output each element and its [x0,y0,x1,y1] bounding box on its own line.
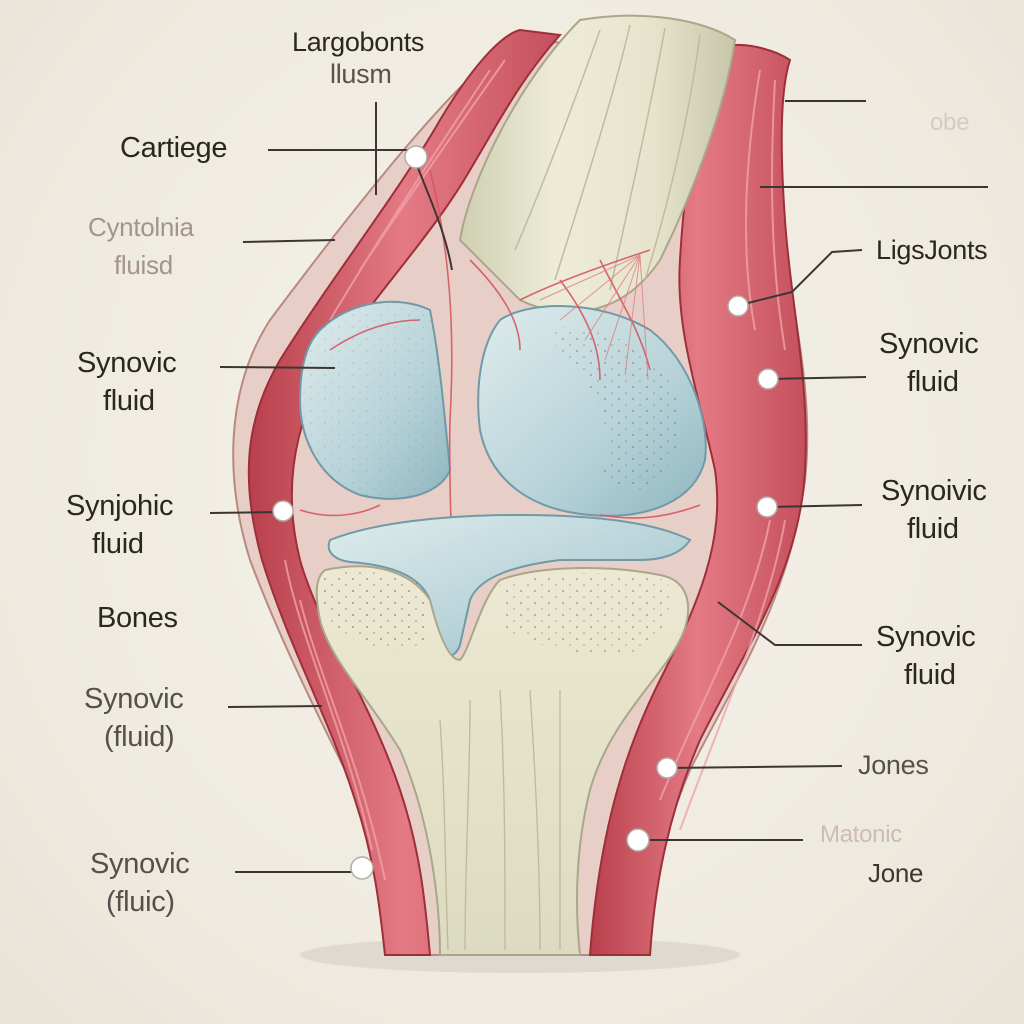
label-left-6-line1: Synovic [84,683,184,715]
label-top: Largobonts llusm [292,26,424,90]
label-left-4-line1: Synjohic [66,490,174,522]
label-markers [272,145,779,880]
label-right-4-line1: Synovic [876,621,976,653]
label-left-2-line2: fluisd [114,250,173,280]
label-right-4: Synovic fluid [876,618,976,694]
label-right-6: Matonic Jone [820,816,923,892]
label-right-faint: obe [930,109,970,136]
label-left-6: Synovic (fluid) [84,680,184,756]
leader-lines [209,100,988,873]
label-top-line2: llusm [330,59,392,89]
marker-right-synoivic [756,496,778,518]
marker-right-jones [656,757,678,779]
label-right-2: Synovic fluid [879,325,979,401]
marker-left-synjohic [272,500,294,522]
marker-left-synovic-lower [350,856,374,880]
tibia-grain [439,689,561,951]
label-left-7-line2: (fluic) [106,886,175,918]
marker-right-matonic [626,828,650,852]
tibia-dots [320,571,428,651]
right-muscle-striations [659,69,786,831]
marker-right-synovic-1 [757,368,779,390]
femur-shaft [458,14,737,313]
label-bones: Bones [97,602,178,634]
label-right-3-line1: Synoivic [881,475,987,507]
label-left-6-line2: (fluid) [104,721,175,753]
label-left-4: Synjohic fluid [66,487,174,563]
medial-condyle-dots [300,301,450,499]
label-left-3-line1: Synovic [77,347,177,379]
vessel-web [539,254,649,381]
label-top-line1: Largobonts [292,27,425,57]
label-right-6-line2: Jone [868,858,924,888]
label-right-2-line1: Synovic [879,328,979,360]
label-right-3: Synoivic fluid [881,472,987,548]
label-left-3-line2: fluid [103,385,155,417]
marker-right-ligsjonts [727,295,749,317]
label-right-2-line2: fluid [907,366,959,398]
marker-cartilage [404,145,428,169]
tibia-dots-right [500,573,672,654]
label-right-6-line1: Matonic [820,821,902,848]
right-muscle-band [588,43,807,956]
label-right-1: LigsJonts [876,235,988,265]
label-left-7: Synovic (fluic) [90,845,190,921]
label-left-3: Synovic fluid [77,344,177,420]
label-left-7-line1: Synovic [90,848,190,880]
label-left-2-line1: Cyntolnia [88,212,194,242]
label-right-3-line2: fluid [907,513,959,545]
label-cartilage: Cartiege [120,132,228,164]
left-muscle-striations [284,59,506,881]
label-left-4-line2: fluid [92,528,144,560]
lateral-condyle-dots [540,327,680,490]
label-right-4-line2: fluid [904,659,956,691]
meniscus [327,513,692,658]
femur-grain [514,24,701,291]
label-left-2: Cyntolnia fluisd [88,208,194,284]
label-right-5: Jones [858,750,929,780]
